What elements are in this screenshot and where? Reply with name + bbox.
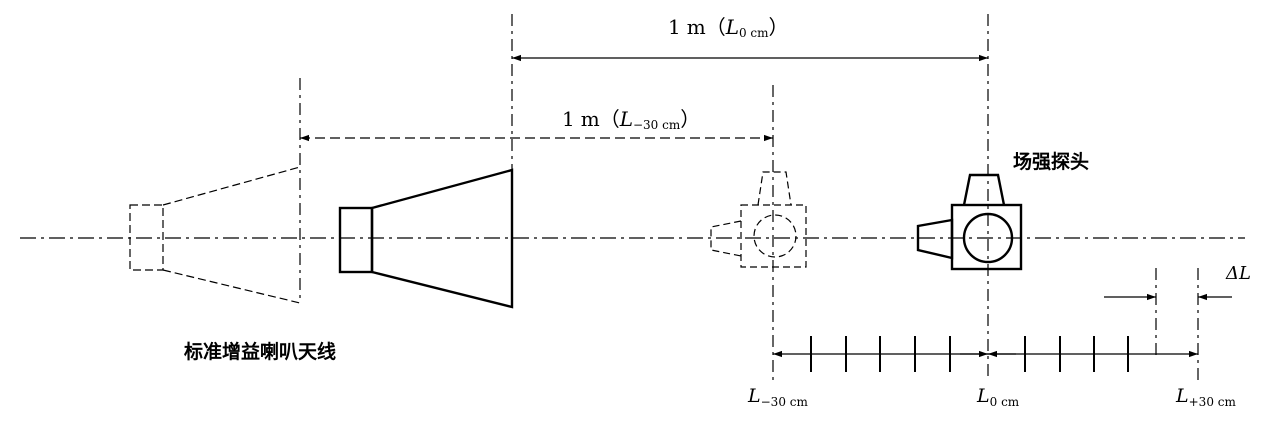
tick-label-l-minus30: L−30 cm — [747, 385, 808, 409]
horn-antenna-dashed — [129, 166, 301, 304]
probe-label: 场强探头 — [1013, 151, 1089, 173]
field-probe-dashed — [710, 171, 807, 268]
horn-antenna — [338, 168, 514, 309]
tick-label-l0: L0 cm — [976, 385, 1020, 409]
delta-label: ΔL — [1225, 263, 1251, 284]
tick-label-l-plus30: L+30 cm — [1175, 385, 1236, 409]
antenna-label: 标准增益喇叭天线 — [184, 340, 336, 363]
scale-ticks — [810, 336, 1129, 372]
field-probe — [916, 173, 1023, 271]
